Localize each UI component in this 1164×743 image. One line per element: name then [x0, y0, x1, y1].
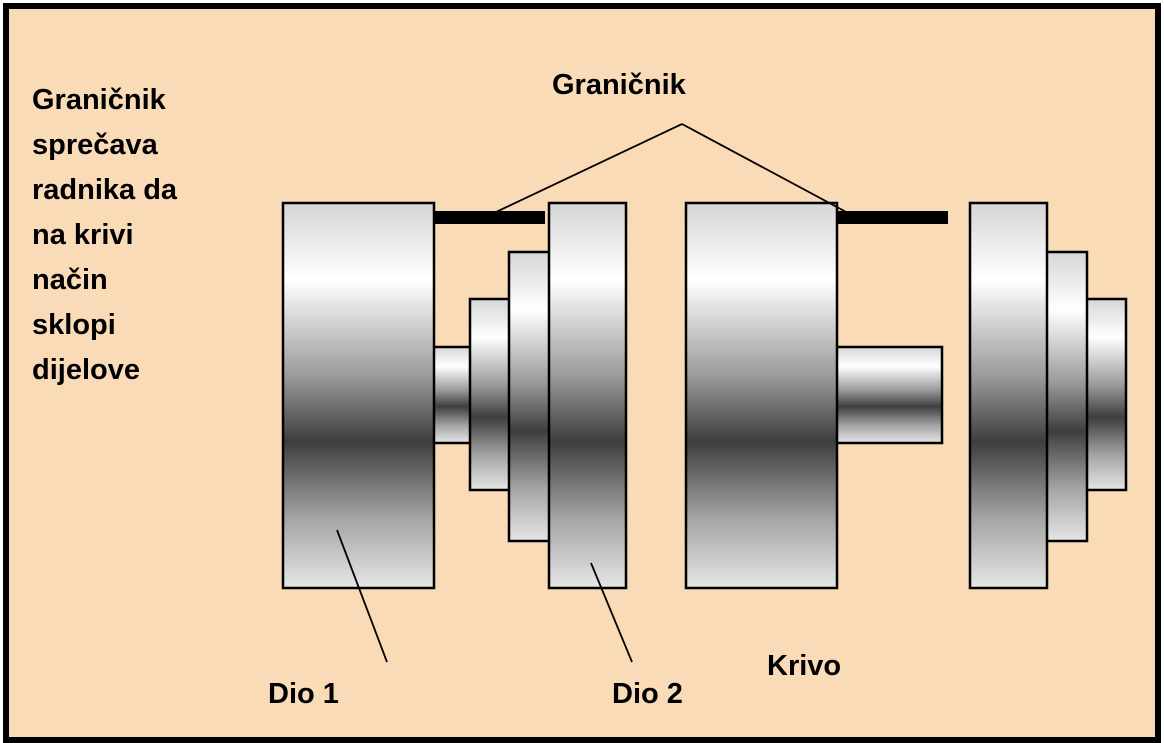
wrong-step-medium [1043, 250, 1089, 543]
part2-label: Dio 2 [612, 678, 683, 710]
stopper-bar-right [837, 211, 948, 224]
left-assembly [281, 201, 628, 590]
part2-main-disc [547, 201, 628, 590]
note-line: na krivi [32, 219, 134, 251]
note-line: način [32, 264, 108, 296]
part1-main-disc [281, 201, 436, 590]
part2-leader [590, 562, 633, 663]
stopper-explanation: Graničnik sprečava radnika da na krivi n… [32, 78, 177, 393]
part2-step-medium [507, 250, 553, 543]
stopper-leader-left [493, 123, 683, 214]
stopper-bar-left [434, 211, 545, 224]
stopper-label: Graničnik [552, 69, 686, 101]
note-line: sklopi [32, 309, 116, 341]
note-line: radnika da [32, 174, 178, 206]
part2-step-small [468, 297, 513, 492]
wrong-shaft [833, 345, 944, 445]
note-line: Graničnik [32, 84, 166, 116]
part1-shaft [430, 345, 474, 445]
part1-leader [336, 529, 388, 663]
note-line: dijelove [32, 354, 140, 386]
right-assembly [684, 201, 1128, 590]
leader-lines [336, 123, 849, 663]
part1-label: Dio 1 [268, 678, 339, 710]
wrong-label: Krivo [767, 650, 842, 682]
wrong-main-disc [684, 201, 839, 590]
wrong-part-disc [968, 201, 1049, 590]
stopper-leader-right [681, 123, 849, 214]
wrong-step-small [1083, 297, 1128, 492]
note-line: sprečava [32, 129, 158, 161]
